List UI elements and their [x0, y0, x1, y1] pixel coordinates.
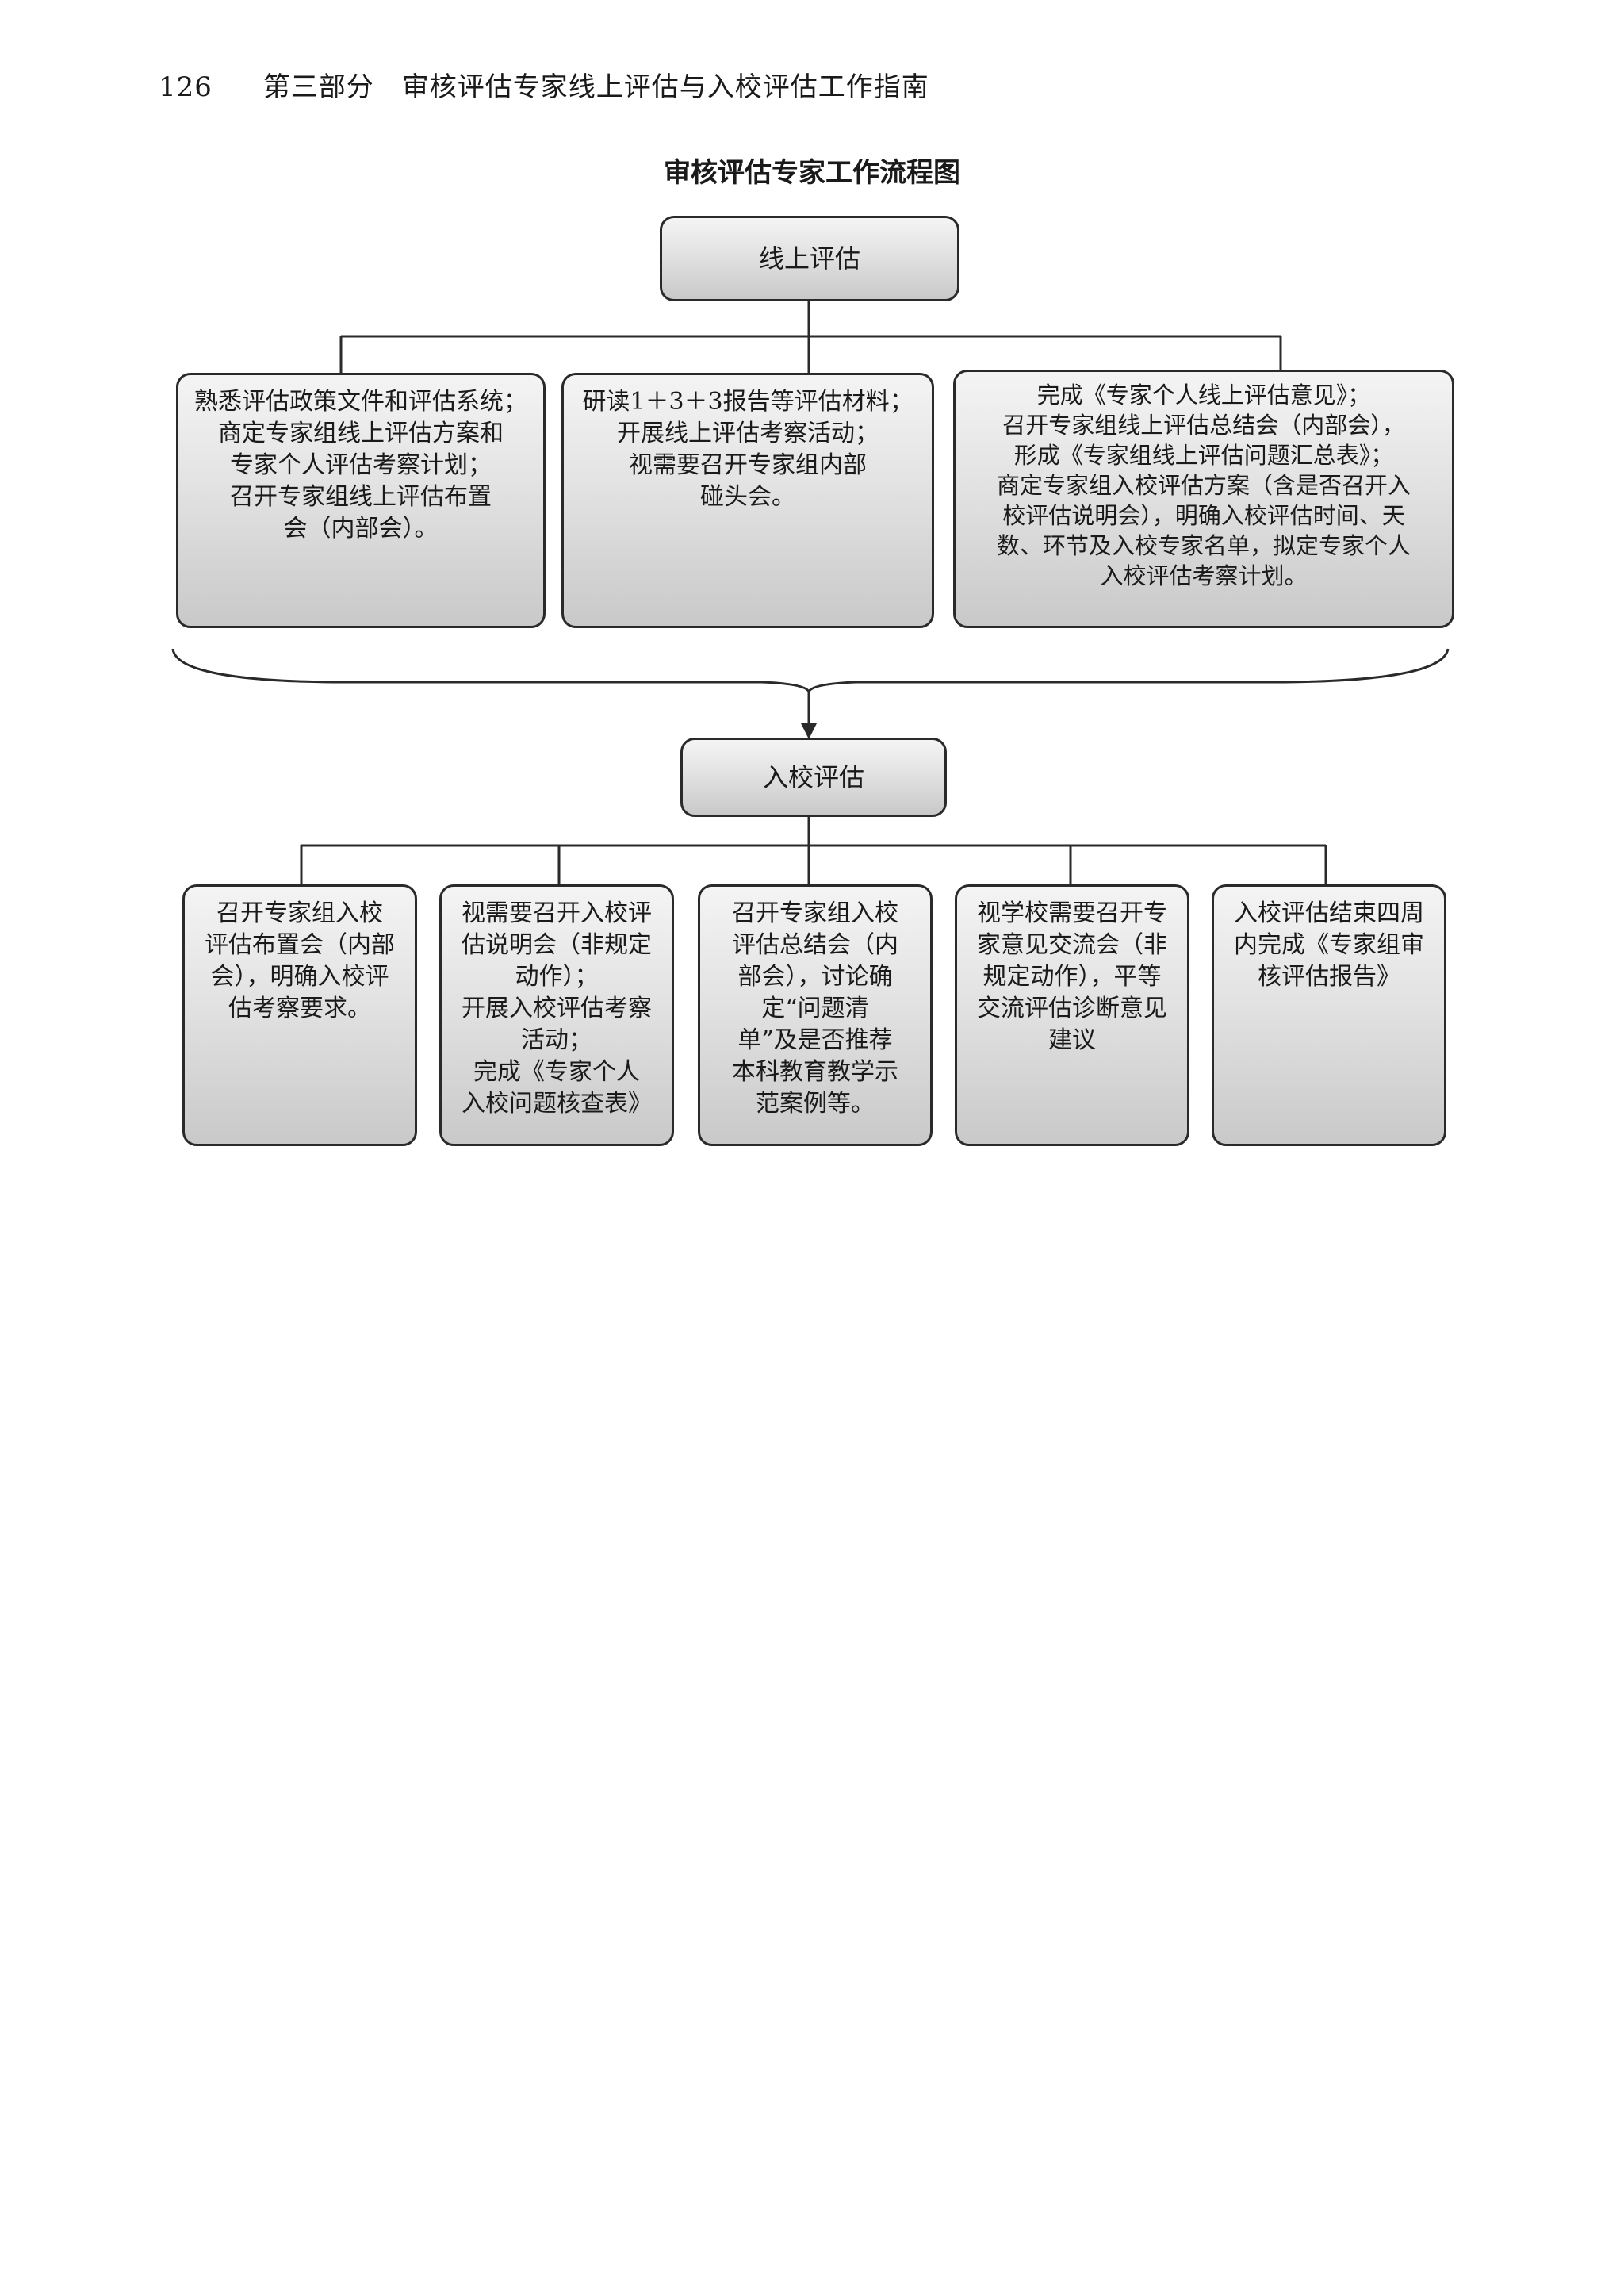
onsite-step-5: 入校评估结束四周 内完成《专家组审 核评估报告》	[1212, 884, 1446, 1146]
running-title: 第三部分 审核评估专家线上评估与入校评估工作指南	[262, 71, 929, 103]
online-step-2: 研读1＋3＋3报告等评估材料； 开展线上评估考察活动； 视需要召开专家组内部 碰…	[561, 373, 934, 628]
online-step-2-text: 研读1＋3＋3报告等评估材料； 开展线上评估考察活动； 视需要召开专家组内部 碰…	[582, 388, 914, 511]
online-step-3-text: 完成《专家个人线上评估意见》； 召开专家组线上评估总结会（内部会）， 形成《专家…	[996, 382, 1411, 589]
onsite-step-3: 召开专家组入校 评估总结会（内 部会），讨论确 定“问题清 单”及是否推荐 本科…	[698, 884, 933, 1146]
onsite-step-2-text: 视需要召开入校评 估说明会（非规定 动作）； 开展入校评估考察 活动； 完成《专…	[462, 899, 652, 1118]
online-evaluation-label: 线上评估	[758, 243, 860, 274]
online-step-1-text: 熟悉评估政策文件和评估系统； 商定专家组线上评估方案和 专家个人评估考察计划； …	[194, 388, 527, 543]
online-step-1: 熟悉评估政策文件和评估系统； 商定专家组线上评估方案和 专家个人评估考察计划； …	[176, 373, 546, 628]
diagram-title: 审核评估专家工作流程图	[664, 157, 960, 189]
onsite-step-4-text: 视学校需要召开专 家意见交流会（非 规定动作），平等 交流评估诊断意见 建议	[977, 899, 1167, 1054]
online-evaluation-node: 线上评估	[660, 216, 959, 301]
running-header: 126 第三部分 审核评估专家线上评估与入校评估工作指南	[159, 65, 929, 104]
onsite-evaluation-label: 入校评估	[762, 762, 864, 792]
onsite-step-5-text: 入校评估结束四周 内完成《专家组审 核评估报告》	[1234, 899, 1424, 991]
onsite-step-2: 视需要召开入校评 估说明会（非规定 动作）； 开展入校评估考察 活动； 完成《专…	[439, 884, 674, 1146]
onsite-step-3-text: 召开专家组入校 评估总结会（内 部会），讨论确 定“问题清 单”及是否推荐 本科…	[732, 899, 898, 1118]
onsite-step-1-text: 召开专家组入校 评估布置会（内部 会），明确入校评 估考察要求。	[205, 899, 395, 1022]
grouping-brace	[171, 648, 1450, 695]
onsite-evaluation-node: 入校评估	[680, 738, 947, 817]
page-number: 126	[159, 71, 213, 103]
onsite-step-4: 视学校需要召开专 家意见交流会（非 规定动作），平等 交流评估诊断意见 建议	[955, 884, 1189, 1146]
arrow-head	[801, 723, 817, 739]
onsite-step-1: 召开专家组入校 评估布置会（内部 会），明确入校评 估考察要求。	[182, 884, 417, 1146]
online-step-3: 完成《专家个人线上评估意见》； 召开专家组线上评估总结会（内部会）， 形成《专家…	[953, 370, 1454, 628]
